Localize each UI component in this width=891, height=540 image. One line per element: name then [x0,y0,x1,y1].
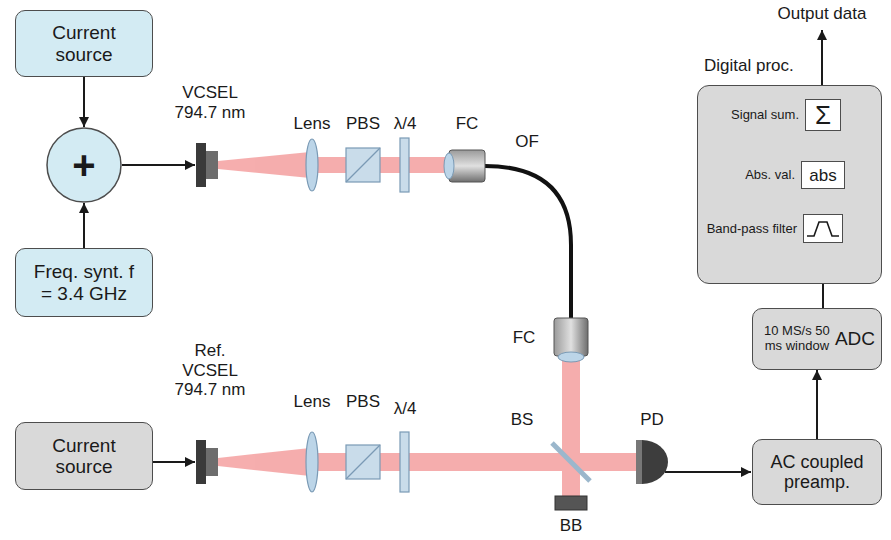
stage-symbol: abs [809,167,836,184]
bandpass-symbol [805,216,841,241]
part-label: λ/4 [394,399,417,419]
stage-label: Abs. val. [745,168,795,183]
box-text: Current source [34,435,134,478]
fiber-coupler [444,150,588,362]
vcsel-symbol [196,143,218,484]
part-label: BS [511,410,534,430]
small-node: Signal sum.Σ [805,99,841,131]
stage-label: Signal sum. [731,108,799,123]
adc-node: 10 MS/s 50 ms windowADC [752,308,882,370]
optical-fiber [485,166,571,318]
signal-arrow [83,203,85,248]
part-label: VCSEL 794.7 nm [169,83,251,122]
part-label: Lens [294,114,331,134]
small-node: Abs. val.abs [801,161,845,189]
small-node: Band-pass filter [803,214,843,243]
part-label: Lens [294,392,331,412]
part-label: PBS [346,392,380,412]
filter-curve [807,222,839,236]
box-node: Freq. synt. f = 3.4 GHz [15,248,153,317]
photodiode [636,440,668,484]
signal-arrow [83,77,85,127]
adc-spec: 10 MS/s 50 ms window [759,324,835,353]
circle-outline [47,128,121,202]
laser-beam [218,152,640,496]
part-label: OF [515,132,539,152]
part-label: BB [560,516,583,536]
panel-heading: Digital proc. [704,56,794,75]
part-label: λ/4 [394,114,417,134]
waveplate [400,138,409,492]
pbs-cube [346,148,380,479]
part-label: FC [513,328,536,348]
part-label: PD [640,410,664,430]
box-text: Freq. synt. f = 3.4 GHz [28,261,140,304]
box-node: AC coupled preamp. [752,439,882,505]
part-label: Output data [778,4,867,24]
stage-symbol: Σ [815,102,831,128]
lens-symbol [306,139,318,492]
part-label: FC [456,114,479,134]
stage-label: Band-pass filter [707,221,797,236]
part-label: Ref. VCSEL 794.7 nm [168,341,252,400]
operator-symbol: + [72,145,95,185]
box-node: Current source [15,422,153,490]
beam-splitter [552,443,590,481]
adc-name: ADC [835,328,875,349]
circle-node: + [46,127,122,203]
beam-block [555,496,587,510]
box-text: Current source [34,22,134,65]
panel-node: Digital proc.Signal sum.ΣAbs. val.absBan… [697,85,882,284]
signal-arrow [816,370,818,439]
box-node: Current source [15,10,153,77]
box-text: AC coupled preamp. [761,452,873,492]
part-label: PBS [346,114,380,134]
